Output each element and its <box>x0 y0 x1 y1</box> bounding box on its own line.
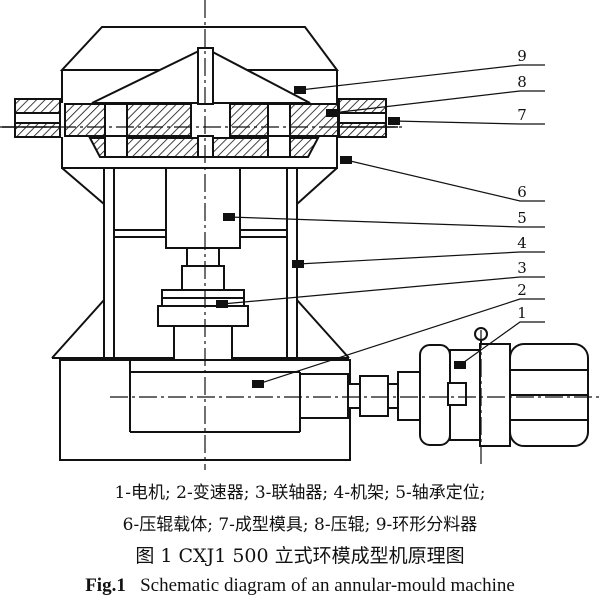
leader-line <box>257 298 545 385</box>
leader-marker <box>294 86 306 94</box>
callout-number: 3 <box>517 259 527 277</box>
callout-number: 5 <box>517 209 527 227</box>
leader-marker <box>292 260 304 268</box>
figure-title-english: Fig.1 Schematic diagram of an annular-mo… <box>0 575 600 597</box>
leader-line <box>345 159 545 202</box>
legend-line-2: 6-压辊载体; 7-成型模具; 8-压辊; 9-环形分料器 <box>122 515 478 535</box>
leader-marker <box>340 156 352 164</box>
leader-line <box>221 276 545 305</box>
leader-marker <box>216 300 228 308</box>
leader-marker <box>252 380 264 388</box>
figure-title-text: Schematic diagram of an annular-mould ma… <box>140 575 515 596</box>
electric-motor <box>419 327 589 447</box>
callout-number: 9 <box>517 47 527 65</box>
legend-line-1: 1-电机; 2-变速器; 3-联轴器; 4-机架; 5-轴承定位; <box>114 483 486 503</box>
leader-line <box>459 321 545 366</box>
leader-line <box>228 216 545 228</box>
leader-marker <box>326 109 338 117</box>
callout-number: 2 <box>517 281 527 299</box>
leader-marker <box>223 213 235 221</box>
roller-carrier <box>61 135 338 169</box>
callout-number: 1 <box>517 304 527 322</box>
annular-distributor <box>59 26 339 105</box>
machine-schematic: 1 2 3 4 5 6 7 8 9 <box>0 0 600 470</box>
motor-coupling <box>347 371 421 421</box>
shaft-coupling <box>157 265 249 363</box>
figure-number: Fig.1 <box>85 575 126 596</box>
leader-line <box>393 120 545 125</box>
figure-title-chinese: 图 1 CXJ1 500 立式环模成型机原理图 <box>135 545 465 567</box>
callout-number: 4 <box>517 234 527 252</box>
leader-lines <box>216 64 545 388</box>
leader-line <box>299 64 545 91</box>
callout-number: 8 <box>517 73 527 91</box>
callout-number: 7 <box>517 106 527 124</box>
press-roller <box>64 103 339 137</box>
center-lines <box>0 0 600 470</box>
leader-marker <box>454 361 466 369</box>
callout-number: 6 <box>517 183 527 201</box>
bearing-housing <box>165 167 241 267</box>
callout-labels: 1 2 3 4 5 6 7 8 9 <box>517 47 527 322</box>
leader-marker <box>388 117 400 125</box>
leader-line <box>331 90 545 114</box>
leader-line <box>297 251 545 265</box>
